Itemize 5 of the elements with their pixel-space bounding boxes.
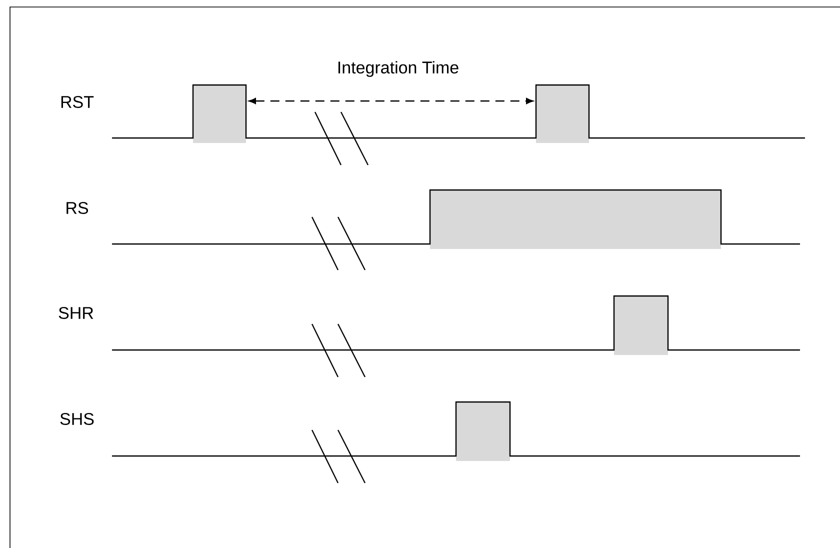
signal-label: RS [66,202,88,214]
signal-label: SHS [60,412,94,425]
signal-label: RST [61,96,94,108]
dimension-label: Integration Time [338,61,458,77]
signal-label: SHR [58,306,94,319]
